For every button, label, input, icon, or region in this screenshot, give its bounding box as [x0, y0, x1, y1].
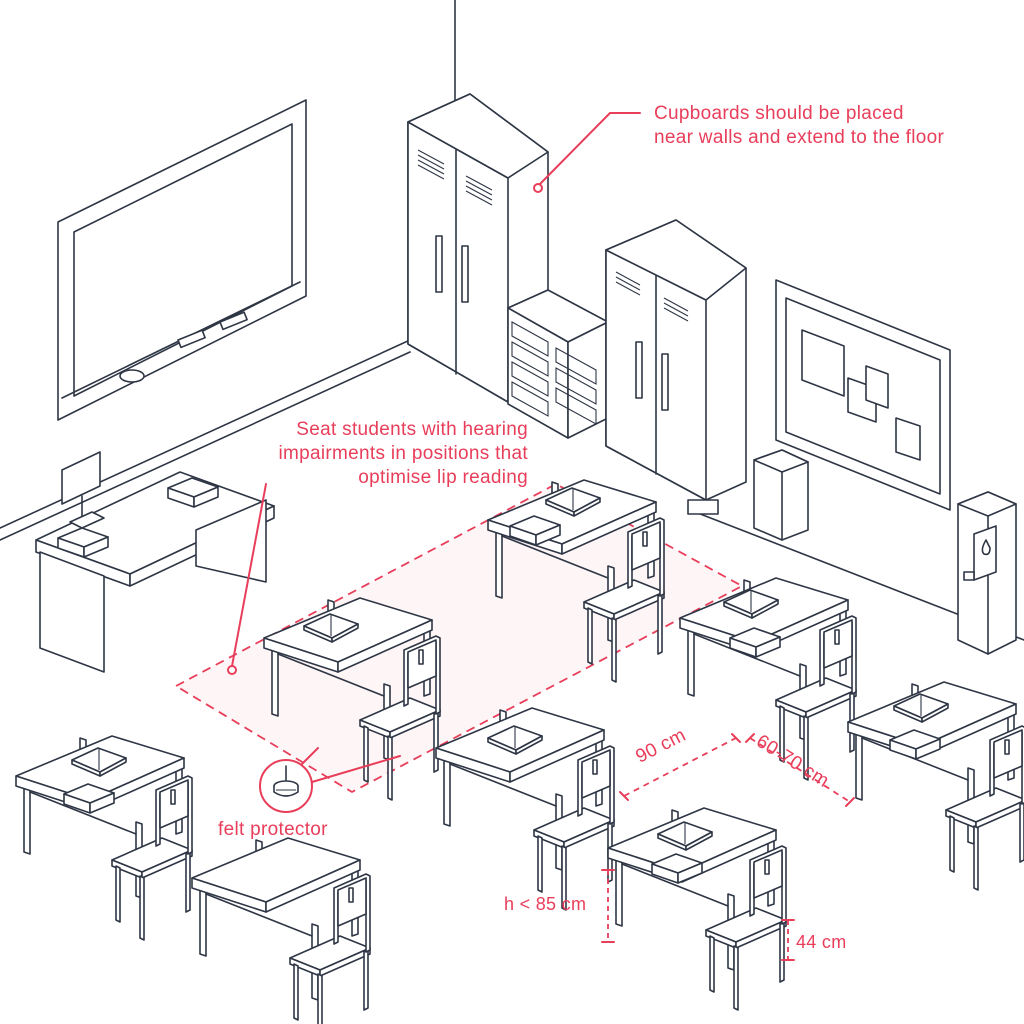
desk-center — [435, 707, 615, 911]
desk-height-label: h < 85 cm — [504, 894, 587, 914]
seating-note: Seat students with hearing impairments i… — [254, 418, 528, 490]
chalkboard — [57, 99, 307, 421]
cupboard-note-line2: near walls and extend to the floor — [654, 127, 945, 148]
felt-protector-label: felt protector — [218, 819, 328, 840]
cupboard-note-line1: Cupboards should be placed — [654, 103, 904, 124]
tall-cupboard-right — [605, 219, 747, 515]
teacher-desk — [35, 451, 275, 673]
water-drop-icon — [981, 539, 991, 556]
drawer-cabinet — [507, 289, 609, 439]
lip-reading-zone — [174, 482, 744, 794]
desk-right-front — [847, 681, 1024, 891]
seating-note-line3: optimise lip reading — [358, 467, 528, 488]
dimension-60-70cm — [745, 733, 855, 807]
desk-front-left — [191, 837, 371, 1024]
cupboard-note: Cupboards should be placed near walls an… — [654, 102, 944, 150]
seating-note-line2: impairments in positions that — [278, 443, 528, 464]
dimension-chair-height — [781, 919, 795, 961]
dimension-90cm — [619, 733, 741, 801]
seating-note-line1: Seat students with hearing — [296, 419, 528, 440]
cupboard-callout-line — [533, 112, 641, 193]
chair-height-label: 44 cm — [796, 932, 847, 952]
desk-left — [15, 735, 193, 941]
desk-front-measured — [607, 807, 787, 1011]
dimension-desk-height — [601, 869, 615, 943]
seat-callout-line — [227, 483, 267, 675]
waste-bin — [753, 449, 809, 541]
tall-cupboard-left — [407, 93, 549, 403]
felt-protector-icon — [259, 747, 401, 813]
bulletin-board — [775, 279, 951, 511]
water-fountain — [957, 491, 1017, 655]
